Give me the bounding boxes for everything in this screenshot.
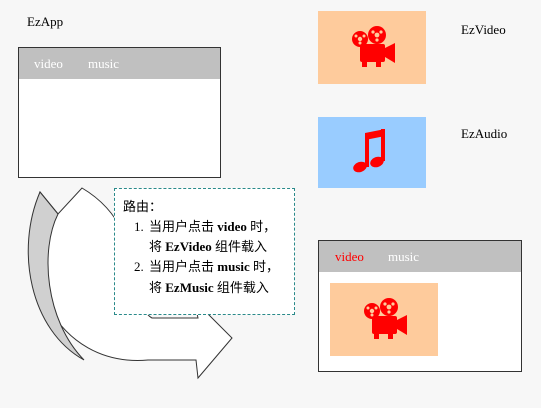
tab-music[interactable]: music (88, 56, 120, 71)
app-window: video music (18, 47, 221, 178)
ezaudio-label: EzAudio (461, 126, 508, 141)
tab-video-active[interactable]: video (335, 249, 364, 264)
film-projector-icon (352, 26, 395, 67)
rule-trigger: music (217, 259, 250, 275)
loaded-ezvideo-component (330, 283, 438, 356)
app-title: EzApp (27, 14, 64, 29)
routing-rules-list: 当用户点击 video 时， 将 EzVideo 组件载入 当用户点击 musi… (123, 217, 286, 298)
rule-component: EzMusic (165, 279, 214, 295)
routing-title: 路由： (123, 199, 163, 214)
tab-bar: video music (319, 241, 521, 272)
tab-music[interactable]: music (388, 249, 420, 264)
rule-component: EzVideo (165, 239, 212, 255)
ezvideo-label: EzVideo (461, 22, 506, 37)
rule-trigger: video (217, 219, 247, 235)
ezvideo-card (318, 11, 426, 84)
routing-rules-box: 路由： 当用户点击 video 时， 将 EzVideo 组件载入 当用户点击 … (114, 188, 295, 315)
film-projector-icon (364, 298, 407, 339)
tab-bar: video music (19, 48, 220, 79)
app-window-loaded: video music (318, 240, 522, 372)
routing-rule: 当用户点击 video 时， 将 EzVideo 组件载入 (147, 217, 286, 257)
routing-rule: 当用户点击 music 时， 将 EzMusic 组件载入 (147, 257, 286, 297)
tab-video[interactable]: video (34, 56, 63, 71)
ezaudio-card (318, 117, 426, 188)
music-note-icon (353, 129, 385, 173)
